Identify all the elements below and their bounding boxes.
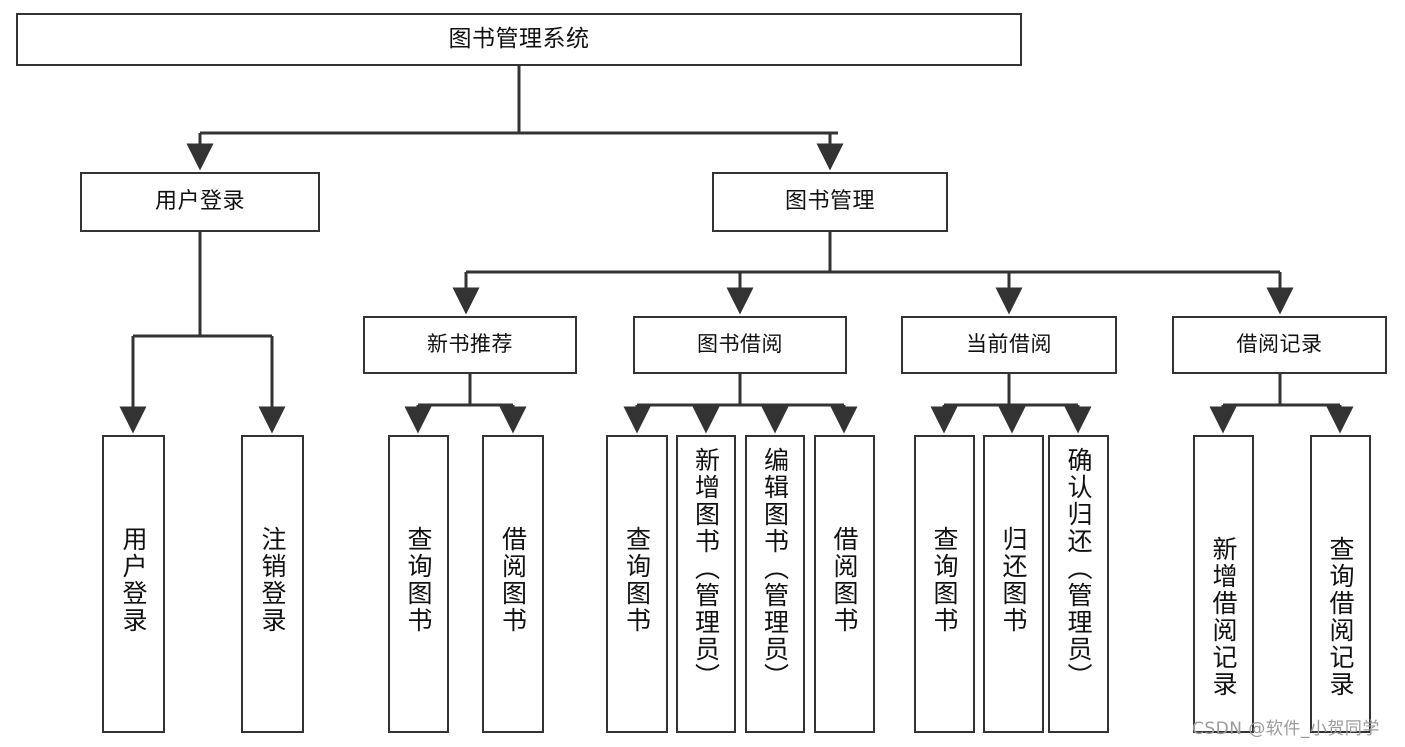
node-current-borrow[interactable]: 当前借阅 — [901, 316, 1117, 374]
leaf-return-book[interactable]: 归还图书 — [983, 435, 1044, 733]
node-user-login[interactable]: 用户登录 — [80, 172, 320, 232]
leaf-borrow-book-recommend[interactable]: 借阅图书 — [482, 435, 544, 733]
node-label: 查询图书 — [404, 526, 433, 634]
node-label: 新增借阅记录 — [1209, 536, 1238, 698]
node-label: 图书管理系统 — [448, 25, 590, 52]
node-label: 查询图书 — [622, 526, 652, 634]
node-label: 新书推荐 — [427, 332, 513, 357]
node-book-management[interactable]: 图书管理 — [712, 172, 948, 232]
leaf-borrow-book[interactable]: 借阅图书 — [814, 435, 875, 733]
leaf-logout[interactable]: 注销登录 — [241, 435, 304, 733]
node-label: 编辑图书（管理员） — [760, 447, 790, 690]
leaf-confirm-return-admin[interactable]: 确认归还（管理员） — [1048, 435, 1109, 733]
node-label: 注销登录 — [258, 526, 287, 634]
node-book-management-system[interactable]: 图书管理系统 — [16, 13, 1022, 66]
node-label: 图书管理 — [784, 188, 875, 214]
leaf-add-borrow-record[interactable]: 新增借阅记录 — [1193, 435, 1254, 733]
node-label: 借阅图书 — [830, 526, 859, 634]
node-label: 查询借阅记录 — [1326, 536, 1355, 698]
leaf-query-borrow-record[interactable]: 查询借阅记录 — [1310, 435, 1371, 733]
node-label: 图书借阅 — [697, 332, 783, 357]
node-label: 用户登录 — [119, 526, 148, 634]
leaf-add-book-admin[interactable]: 新增图书（管理员） — [676, 435, 736, 733]
node-label: 借阅记录 — [1236, 332, 1323, 357]
node-borrow-record[interactable]: 借阅记录 — [1172, 316, 1387, 374]
leaf-query-book-current[interactable]: 查询图书 — [914, 435, 975, 733]
leaf-user-login[interactable]: 用户登录 — [102, 435, 165, 733]
node-label: 新增图书（管理员） — [691, 447, 721, 690]
node-label: 借阅图书 — [498, 526, 528, 634]
node-label: 当前借阅 — [966, 332, 1052, 357]
leaf-query-book-borrow[interactable]: 查询图书 — [606, 435, 668, 733]
node-label: 查询图书 — [930, 526, 959, 634]
leaf-query-book-recommend[interactable]: 查询图书 — [388, 435, 449, 733]
node-label: 归还图书 — [999, 526, 1028, 634]
leaf-edit-book-admin[interactable]: 编辑图书（管理员） — [745, 435, 805, 733]
node-label: 用户登录 — [154, 188, 245, 214]
node-new-book-recommend[interactable]: 新书推荐 — [363, 316, 577, 374]
node-book-borrow[interactable]: 图书借阅 — [633, 316, 847, 374]
node-label: 确认归还（管理员） — [1064, 447, 1093, 690]
